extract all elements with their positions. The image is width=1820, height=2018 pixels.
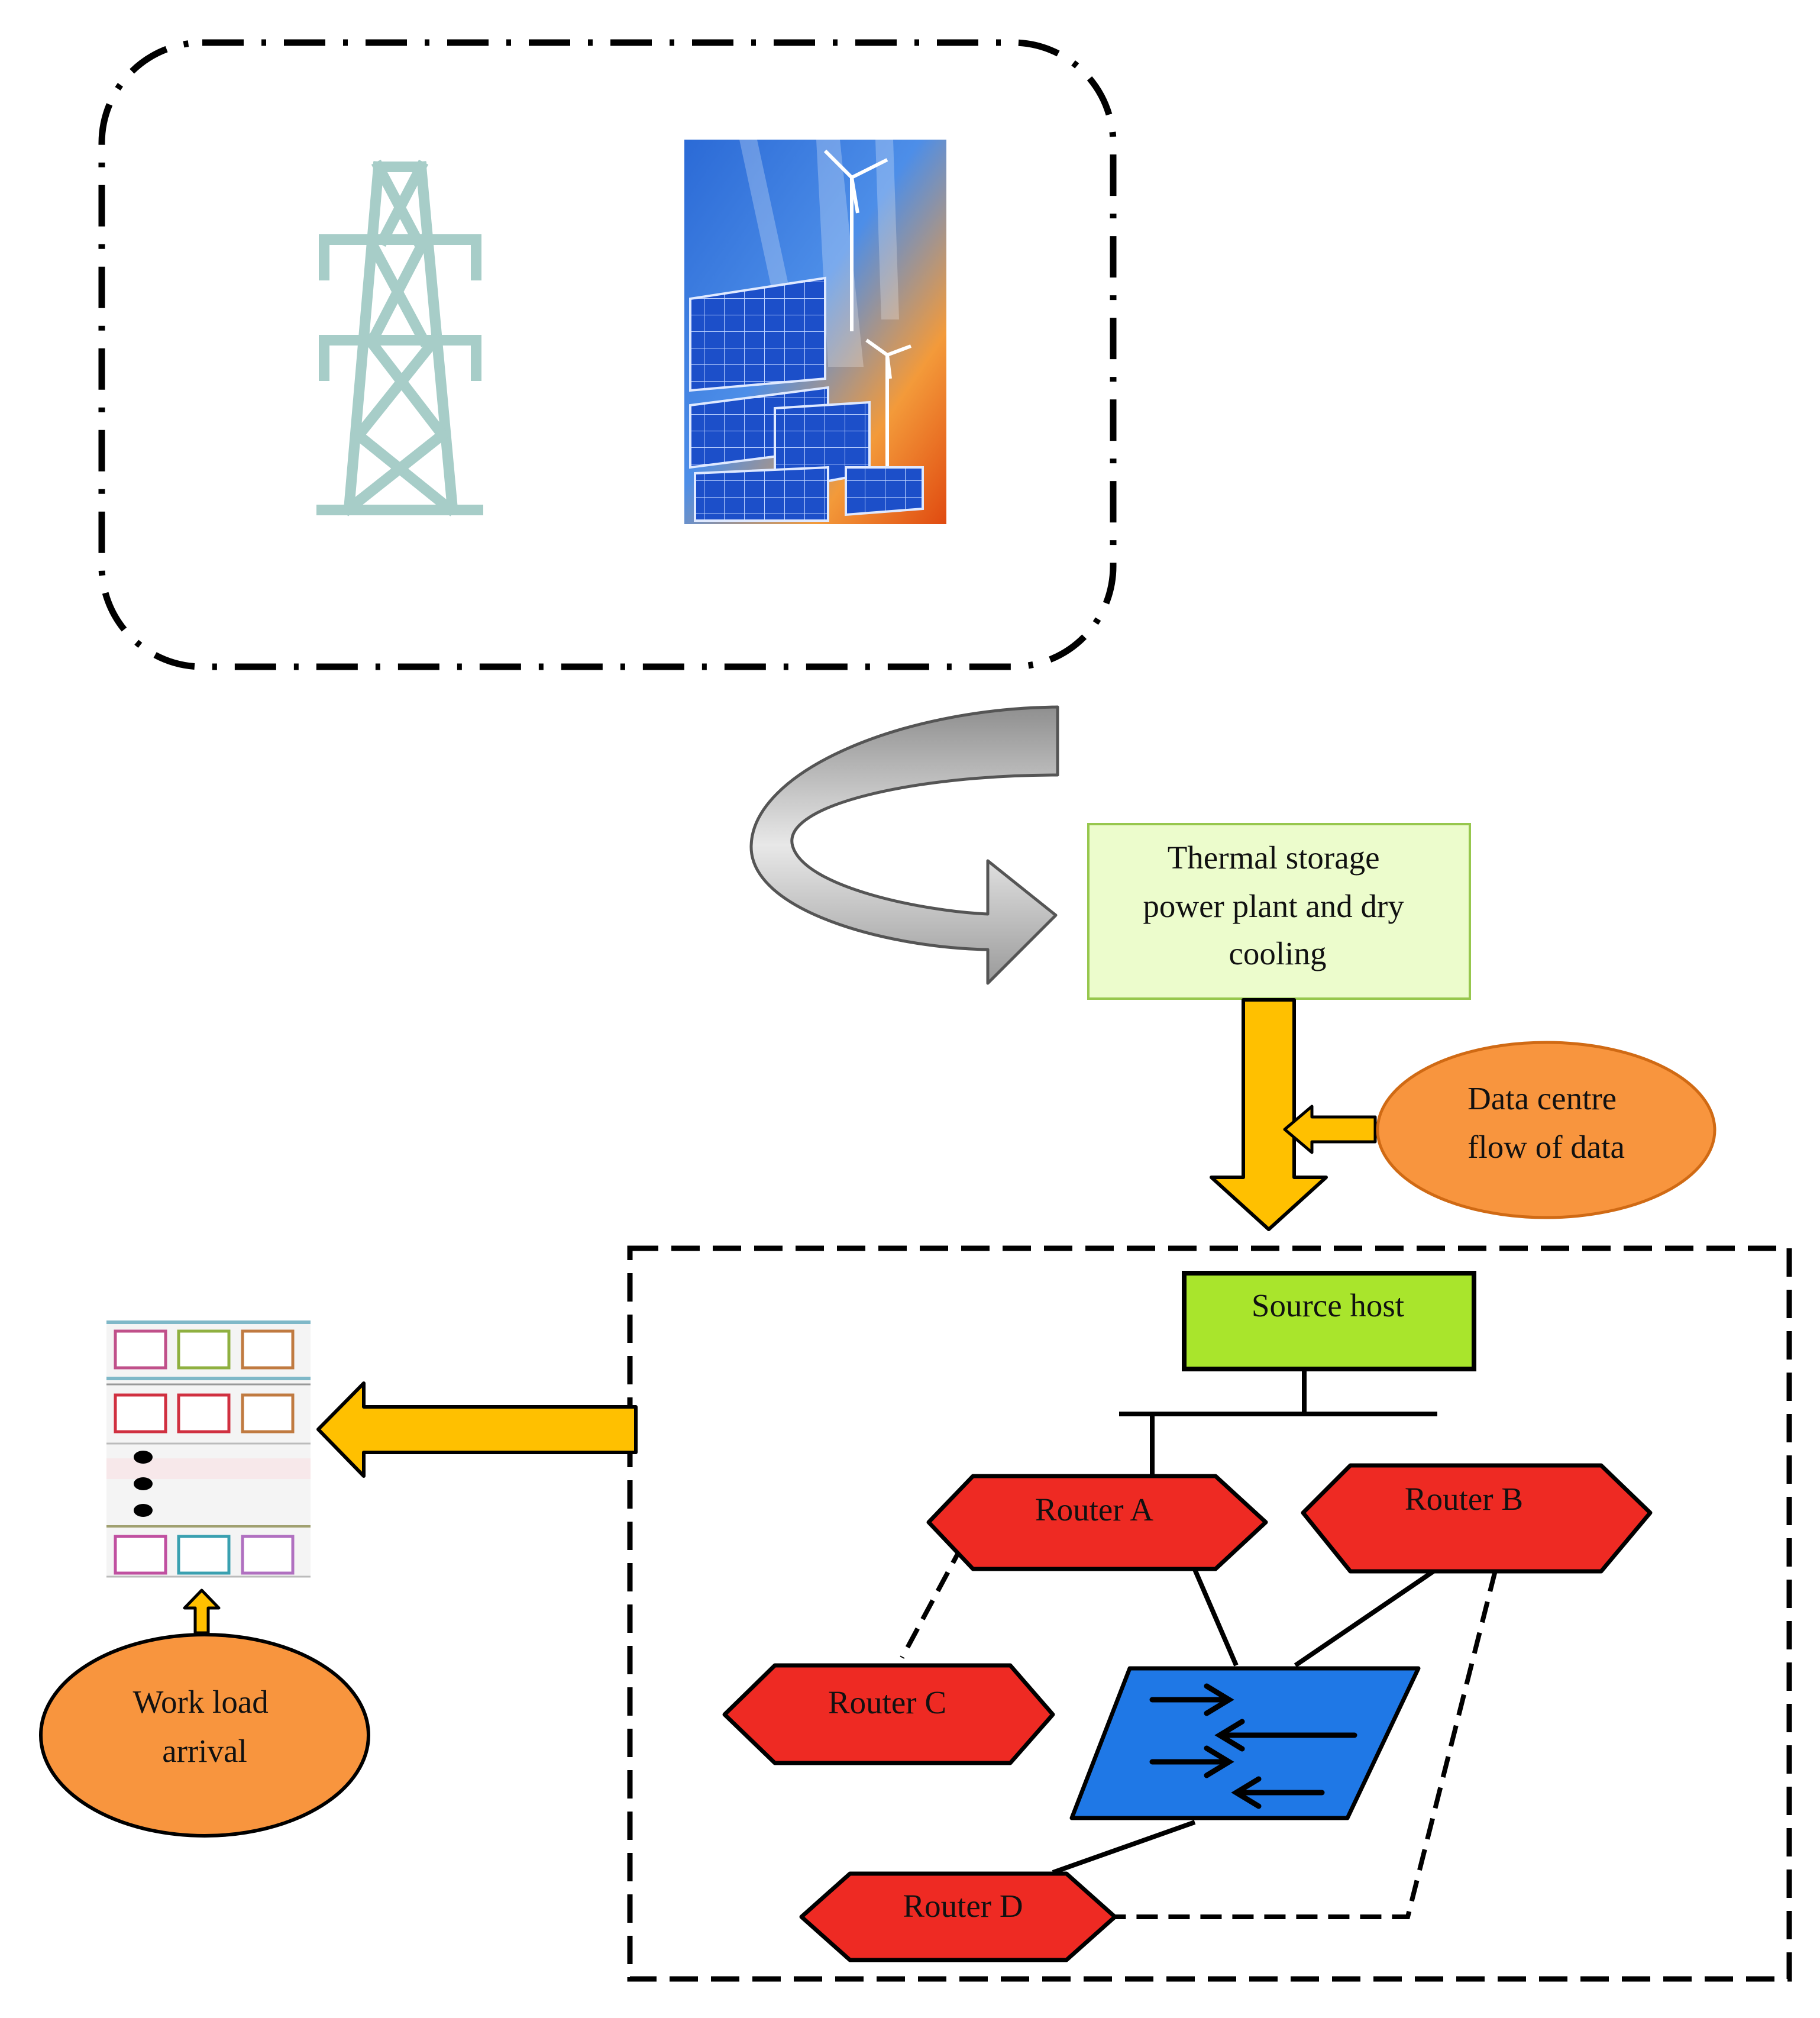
- data-centre-label: Data centre flow of data: [1467, 1080, 1625, 1165]
- router-a: [926, 1474, 1268, 1571]
- switch-arrows-icon: [1149, 1683, 1357, 1809]
- router-a-label: Router A: [1035, 1491, 1153, 1528]
- solar-wind-picture: [684, 140, 946, 524]
- thermal-storage-box: [1087, 823, 1471, 1000]
- curved-grey-arrow: [749, 705, 1059, 985]
- yellow-down-arrow: [1210, 998, 1328, 1231]
- thermal-storage-label-line: power plant and dry: [1143, 888, 1404, 924]
- router-c-label: Router C: [828, 1684, 946, 1720]
- router-c: [722, 1663, 1055, 1765]
- switch-hub: [1069, 1666, 1421, 1820]
- router-d: [799, 1871, 1117, 1962]
- thermal-storage-label-line: Thermal storage: [1168, 840, 1380, 876]
- work-load-label: Work load arrival: [132, 1684, 276, 1769]
- router-d-label: Router D: [903, 1888, 1023, 1924]
- source-host-label: Source host: [1252, 1287, 1404, 1323]
- data-centre-label-line: flow of data: [1467, 1129, 1625, 1165]
- network-bus: [1119, 1369, 1437, 1476]
- network-container: [627, 1245, 1792, 1982]
- yellow-up-arrow: [183, 1588, 221, 1635]
- work-load-label-line: Work load: [132, 1684, 268, 1720]
- router-b-label: Router B: [1405, 1481, 1523, 1517]
- work-load-ellipse: [39, 1633, 370, 1838]
- network-links: [1052, 1568, 1436, 1875]
- yellow-left-arrow-large: [316, 1381, 638, 1478]
- thermal-storage-label: Thermal storage power plant and dry cool…: [1143, 840, 1412, 971]
- data-centre-label-line: Data centre: [1467, 1080, 1617, 1116]
- data-centre-ellipse: [1376, 1041, 1716, 1219]
- yellow-left-arrow-small: [1283, 1105, 1377, 1154]
- thermal-storage-label-line: cooling: [1229, 935, 1327, 971]
- transmission-tower-icon: [316, 159, 483, 516]
- ellipsis-dots-icon: [134, 1451, 153, 1517]
- energy-sources-container: [98, 39, 1117, 670]
- router-b: [1301, 1463, 1653, 1574]
- network-dashed-links: [900, 1543, 1498, 1919]
- server-queue: [106, 1320, 311, 1578]
- work-load-label-line: arrival: [162, 1733, 247, 1769]
- source-host-box: [1182, 1271, 1476, 1371]
